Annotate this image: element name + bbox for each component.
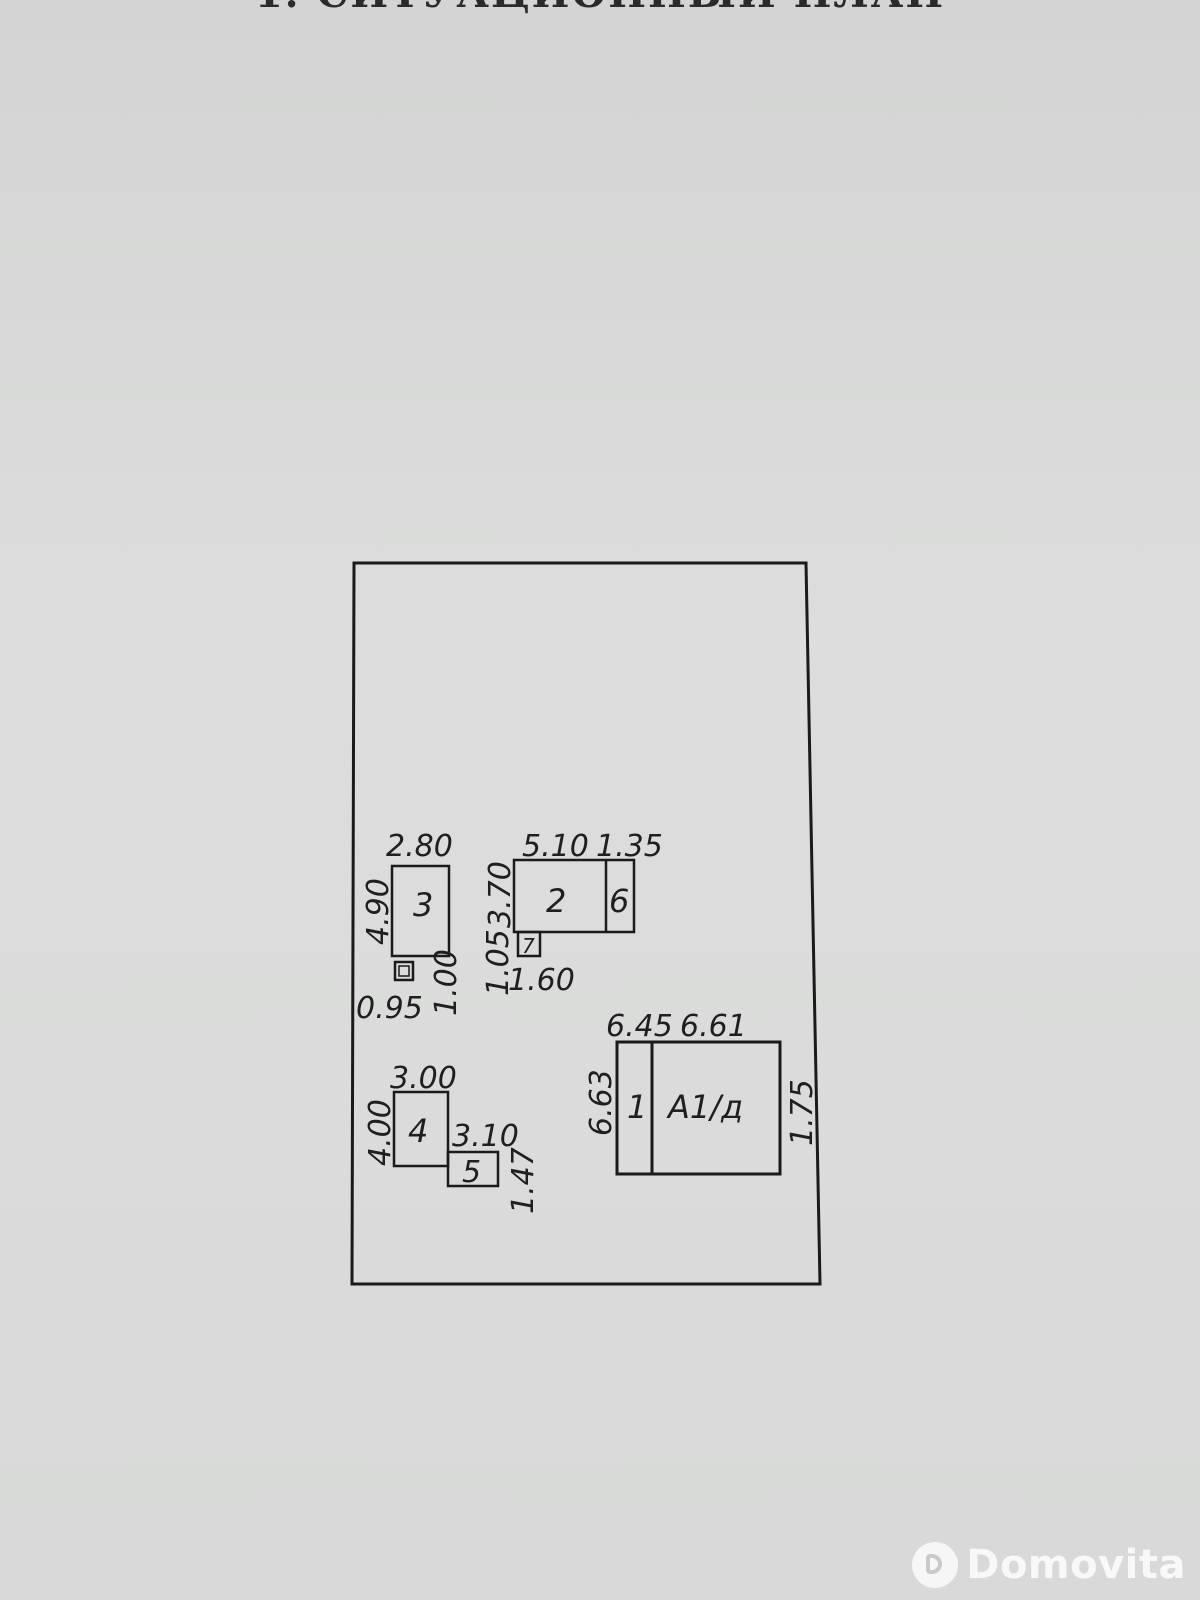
dimension-a1-length: 1.75 <box>785 1079 820 1146</box>
building-6-label: 6 <box>609 882 629 920</box>
watermark-text: Domovita <box>966 1542 1186 1588</box>
dimension-b5-length: 1.47 <box>506 1147 541 1214</box>
building-3-label: 3 <box>413 886 433 924</box>
building-7 <box>516 930 542 958</box>
building-2 <box>512 858 636 934</box>
dimension-b5-width: 3.10 <box>452 1119 519 1154</box>
dimension-a1-width: 6.61 <box>680 1009 747 1044</box>
watermark: Domovita <box>912 1542 1186 1588</box>
building-8 <box>393 960 415 982</box>
building-4 <box>392 1090 450 1168</box>
building-5 <box>446 1150 500 1188</box>
building-a1-label: А1/д <box>666 1088 743 1126</box>
dimension-b8-length: 1.00 <box>429 949 464 1016</box>
building-a1 <box>615 1040 782 1176</box>
dimension-b2-length: 3.70 <box>483 861 518 928</box>
building-8-inner <box>398 965 410 977</box>
building-7-label: 7 <box>522 934 535 958</box>
dimension-b1-width: 6.45 <box>606 1009 673 1044</box>
dimension-b4-width: 3.00 <box>390 1061 457 1096</box>
dimension-b3-length: 4.90 <box>361 878 396 945</box>
building-1-label: 1 <box>627 1088 647 1126</box>
dimension-b3-width: 2.80 <box>386 829 453 864</box>
dimension-b8-width: 0.95 <box>356 991 423 1026</box>
building-4-label: 4 <box>408 1112 428 1150</box>
domovita-logo-icon <box>912 1542 959 1588</box>
building-3 <box>390 864 451 958</box>
page-title: 1. СИТУАЦИОННЫЙ ПЛАН <box>0 0 1200 17</box>
dimension-b4-length: 4.00 <box>363 1099 398 1166</box>
building-5-label: 5 <box>462 1155 481 1190</box>
dimension-b2-width: 5.10 <box>522 829 589 864</box>
plot-boundary <box>350 561 822 1286</box>
dimension-b7-length: 1.05 <box>481 929 516 996</box>
dimension-b1-length: 6.63 <box>584 1069 619 1136</box>
building-2-label: 2 <box>546 882 566 920</box>
dimension-b6-width: 1.35 <box>596 829 663 864</box>
dimension-b7-width: 1.60 <box>508 963 575 998</box>
